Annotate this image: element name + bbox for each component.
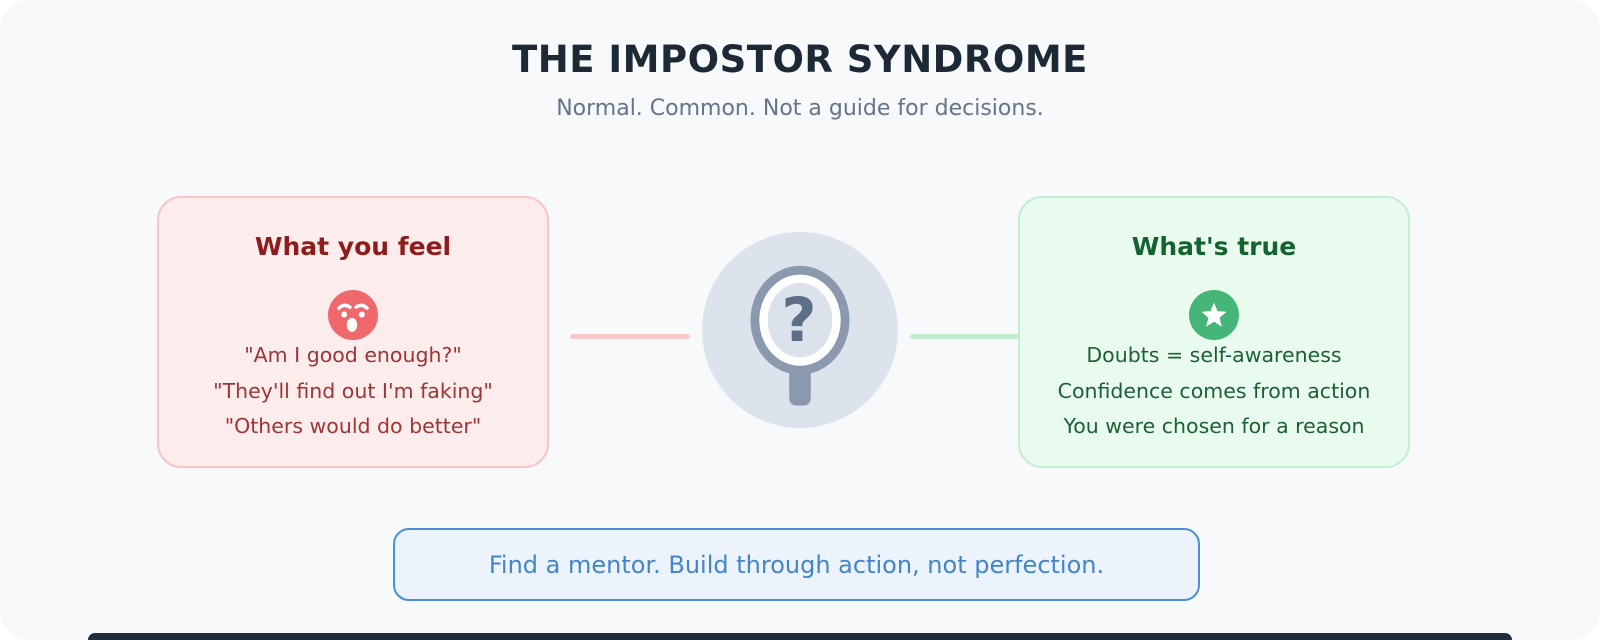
question-mark-glyph: ? — [781, 286, 816, 356]
truth-card-facts: Doubts = self-awareness Confidence comes… — [1058, 338, 1371, 445]
hushed-face-icon — [328, 290, 378, 340]
feel-quote-2: "They'll find out I'm faking" — [213, 378, 493, 403]
truth-card: What's true Doubts = self-awareness Conf… — [1018, 196, 1410, 468]
connector-truth-line — [910, 334, 1024, 339]
feel-card-quotes: "Am I good enough?" "They'll find out I'… — [213, 338, 493, 445]
star-badge-icon — [1189, 290, 1239, 340]
footer-accent-bar — [88, 633, 1512, 640]
page-subtitle: Normal. Common. Not a guide for decision… — [556, 96, 1044, 121]
mirror-question-icon: ? — [750, 265, 850, 406]
feel-card-title: What you feel — [254, 232, 452, 261]
connector-feel-line — [570, 334, 690, 339]
truth-card-title: What's true — [1131, 232, 1297, 261]
feel-quote-1: "Am I good enough?" — [244, 343, 462, 367]
advice-box: Find a mentor. Build through action, not… — [393, 528, 1200, 601]
page-title: THE IMPOSTOR SYNDROME — [512, 38, 1088, 81]
advice-text: Find a mentor. Build through action, not… — [488, 550, 1105, 579]
feel-quote-3: "Others would do better" — [224, 414, 482, 438]
truth-fact-2: Confidence comes from action — [1057, 378, 1371, 403]
truth-fact-1: Doubts = self-awareness — [1086, 343, 1342, 367]
mirror-circle: ? — [702, 232, 898, 428]
truth-fact-3: You were chosen for a reason — [1063, 414, 1365, 438]
feel-card: What you feel "Am I good enough?" "They'… — [157, 196, 549, 468]
